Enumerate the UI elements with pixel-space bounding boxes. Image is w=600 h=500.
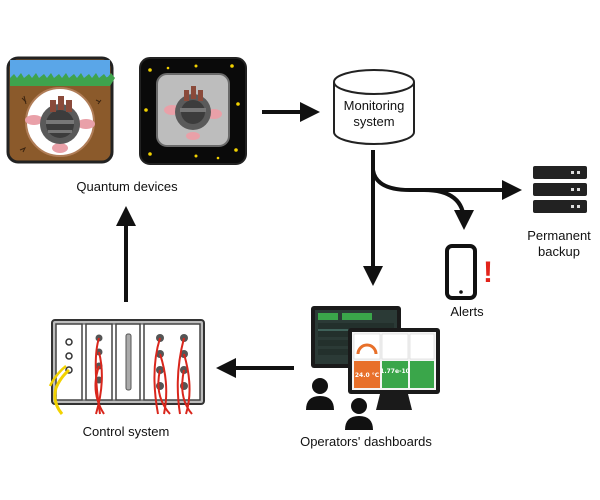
monitoring-system-label-line2: system [353, 114, 394, 129]
operator-icon [345, 398, 373, 430]
quantum-device-space-icon [139, 57, 247, 165]
quantum-chip-icon [25, 96, 95, 153]
permanent-backup-label-line1: Permanent [527, 228, 591, 243]
server-rack-icon [533, 166, 587, 213]
control-system-label: Control system [83, 424, 170, 439]
control-rack-icon [48, 319, 205, 415]
arrow-monitoring-to-backup [371, 169, 522, 200]
permanent-backup-label-line2: backup [538, 244, 580, 259]
cables [48, 337, 193, 415]
exclamation-icon: ! [483, 256, 493, 289]
alerts-label: Alerts [450, 304, 484, 319]
quantum-device-earth-icon [6, 56, 115, 164]
arrow-monitoring-to-alerts [423, 188, 474, 230]
database-cylinder-icon [333, 69, 415, 145]
operator-icon [306, 378, 334, 410]
monitoring-system-label-line1: Monitoring [344, 98, 405, 113]
dashboard-temperature-readout: 24.0 °C [355, 372, 380, 379]
smartphone-icon [445, 244, 477, 300]
dashboard-pressure-readout: 1.77e-10 [380, 368, 410, 375]
arrow-monitoring-branches [363, 150, 522, 286]
quantum-devices-label: Quantum devices [76, 179, 178, 194]
monitor-icon: 24.0 °C 1.77e-10 [348, 328, 440, 410]
quantum-chip-icon [164, 86, 222, 140]
operators-dashboards-label: Operators' dashboards [300, 434, 432, 449]
